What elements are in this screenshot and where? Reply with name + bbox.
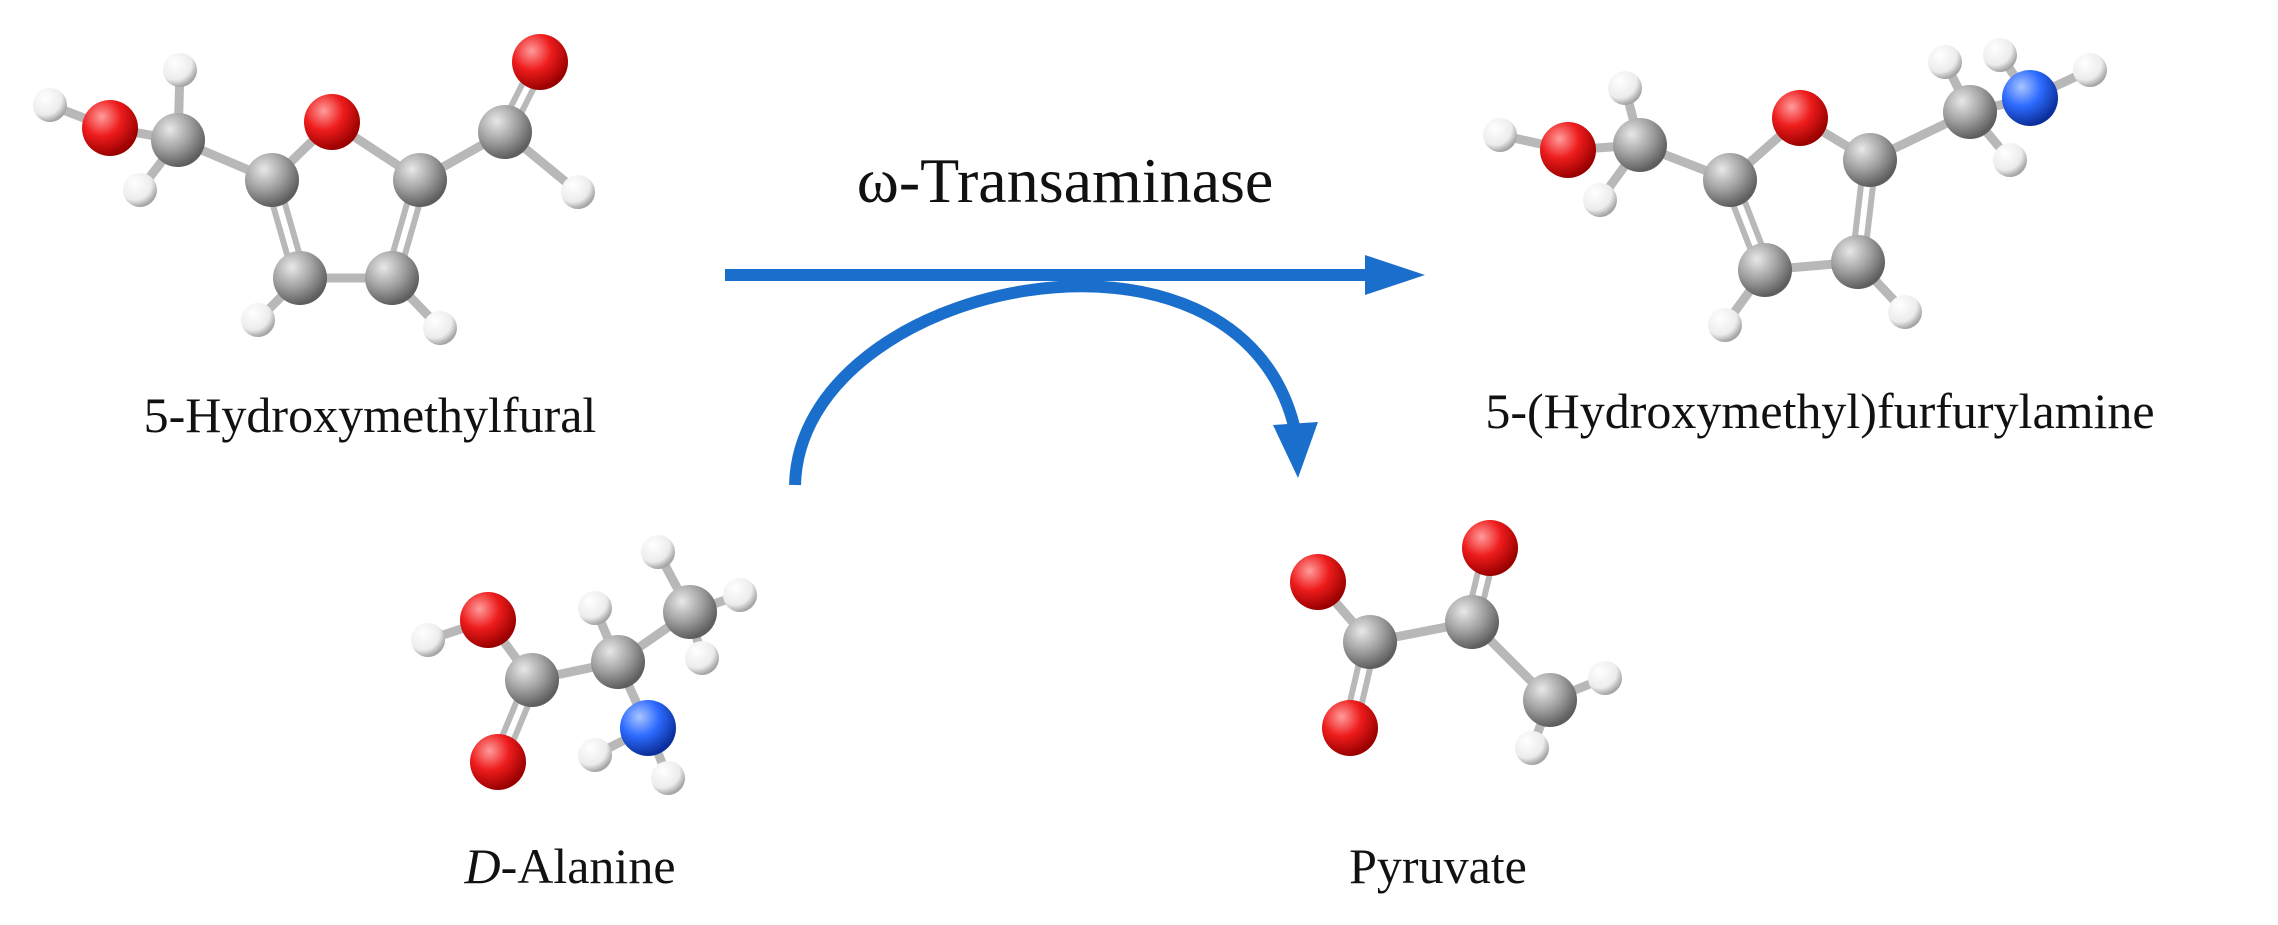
carbon-atom: [478, 105, 532, 159]
nitrogen-atom: [2002, 70, 2058, 126]
hydrogen-atom: [1588, 661, 1622, 695]
pyruvate-molecule-model: [1290, 520, 1622, 765]
hydrogen-atom: [1928, 45, 1962, 79]
hydrogen-atom: [423, 311, 457, 345]
carbon-atom: [1843, 133, 1897, 187]
carbon-atom: [1613, 118, 1667, 172]
hydrogen-atom: [723, 578, 757, 612]
oxygen-atom: [1322, 700, 1378, 756]
carbon-atom: [591, 635, 645, 689]
oxygen-atom: [82, 100, 138, 156]
carbon-atom: [1831, 235, 1885, 289]
hydrogen-atom: [1515, 731, 1549, 765]
hydrogen-atom: [123, 173, 157, 207]
amine-donor-label: D-Alanine: [463, 838, 675, 894]
carbon-atom: [505, 653, 559, 707]
carbon-atom: [393, 153, 447, 207]
substrate-label: 5-Hydroxymethylfural: [144, 387, 597, 443]
hmf-molecule-model: [33, 34, 595, 345]
enzyme-label: ω-Transaminase: [857, 145, 1274, 216]
oxygen-atom: [1772, 90, 1828, 146]
hydrogen-atom: [163, 53, 197, 87]
hydrogen-atom: [1993, 143, 2027, 177]
hydrogen-atom: [411, 623, 445, 657]
carbon-atom: [151, 113, 205, 167]
coproduct-label: Pyruvate: [1349, 838, 1527, 894]
hydrogen-atom: [578, 591, 612, 625]
hydrogen-atom: [561, 175, 595, 209]
hydrogen-atom: [1708, 308, 1742, 342]
main-reaction-arrow: [725, 255, 1425, 295]
hydrogen-atom: [1983, 38, 2017, 72]
hydrogen-atom: [33, 88, 67, 122]
amine-donor-prefix: D: [463, 838, 500, 894]
hydrogen-atom: [241, 303, 275, 337]
nitrogen-atom: [620, 700, 676, 756]
hydrogen-atom: [1608, 71, 1642, 105]
carbon-atom: [245, 153, 299, 207]
hydrogen-atom: [1483, 118, 1517, 152]
oxygen-atom: [1290, 554, 1346, 610]
oxygen-atom: [304, 94, 360, 150]
oxygen-atom: [470, 734, 526, 790]
carbon-atom: [1943, 85, 1997, 139]
carbon-atom: [273, 251, 327, 305]
hydrogen-atom: [2073, 53, 2107, 87]
carbon-atom: [1738, 243, 1792, 297]
amine-donor-rest: -Alanine: [501, 838, 676, 894]
hydrogen-atom: [1583, 183, 1617, 217]
carbon-atom: [1445, 595, 1499, 649]
carbon-atom: [1343, 615, 1397, 669]
product-label: 5-(Hydroxymethyl)furfurylamine: [1485, 383, 2154, 439]
hmfa-molecule-model: [1483, 38, 2107, 342]
oxygen-atom: [1462, 520, 1518, 576]
oxygen-atom: [460, 592, 516, 648]
hydrogen-atom: [641, 535, 675, 569]
carbon-atom: [1523, 673, 1577, 727]
alanine-molecule-model: [411, 535, 757, 795]
hydrogen-atom: [685, 641, 719, 675]
oxygen-atom: [1540, 122, 1596, 178]
oxygen-atom: [512, 34, 568, 90]
carbon-atom: [1703, 153, 1757, 207]
hydrogen-atom: [651, 761, 685, 795]
carbon-atom: [365, 251, 419, 305]
carbon-atom: [663, 585, 717, 639]
cosubstrate-curved-arrow: [789, 280, 1318, 486]
hydrogen-atom: [1888, 295, 1922, 329]
hydrogen-atom: [578, 738, 612, 772]
